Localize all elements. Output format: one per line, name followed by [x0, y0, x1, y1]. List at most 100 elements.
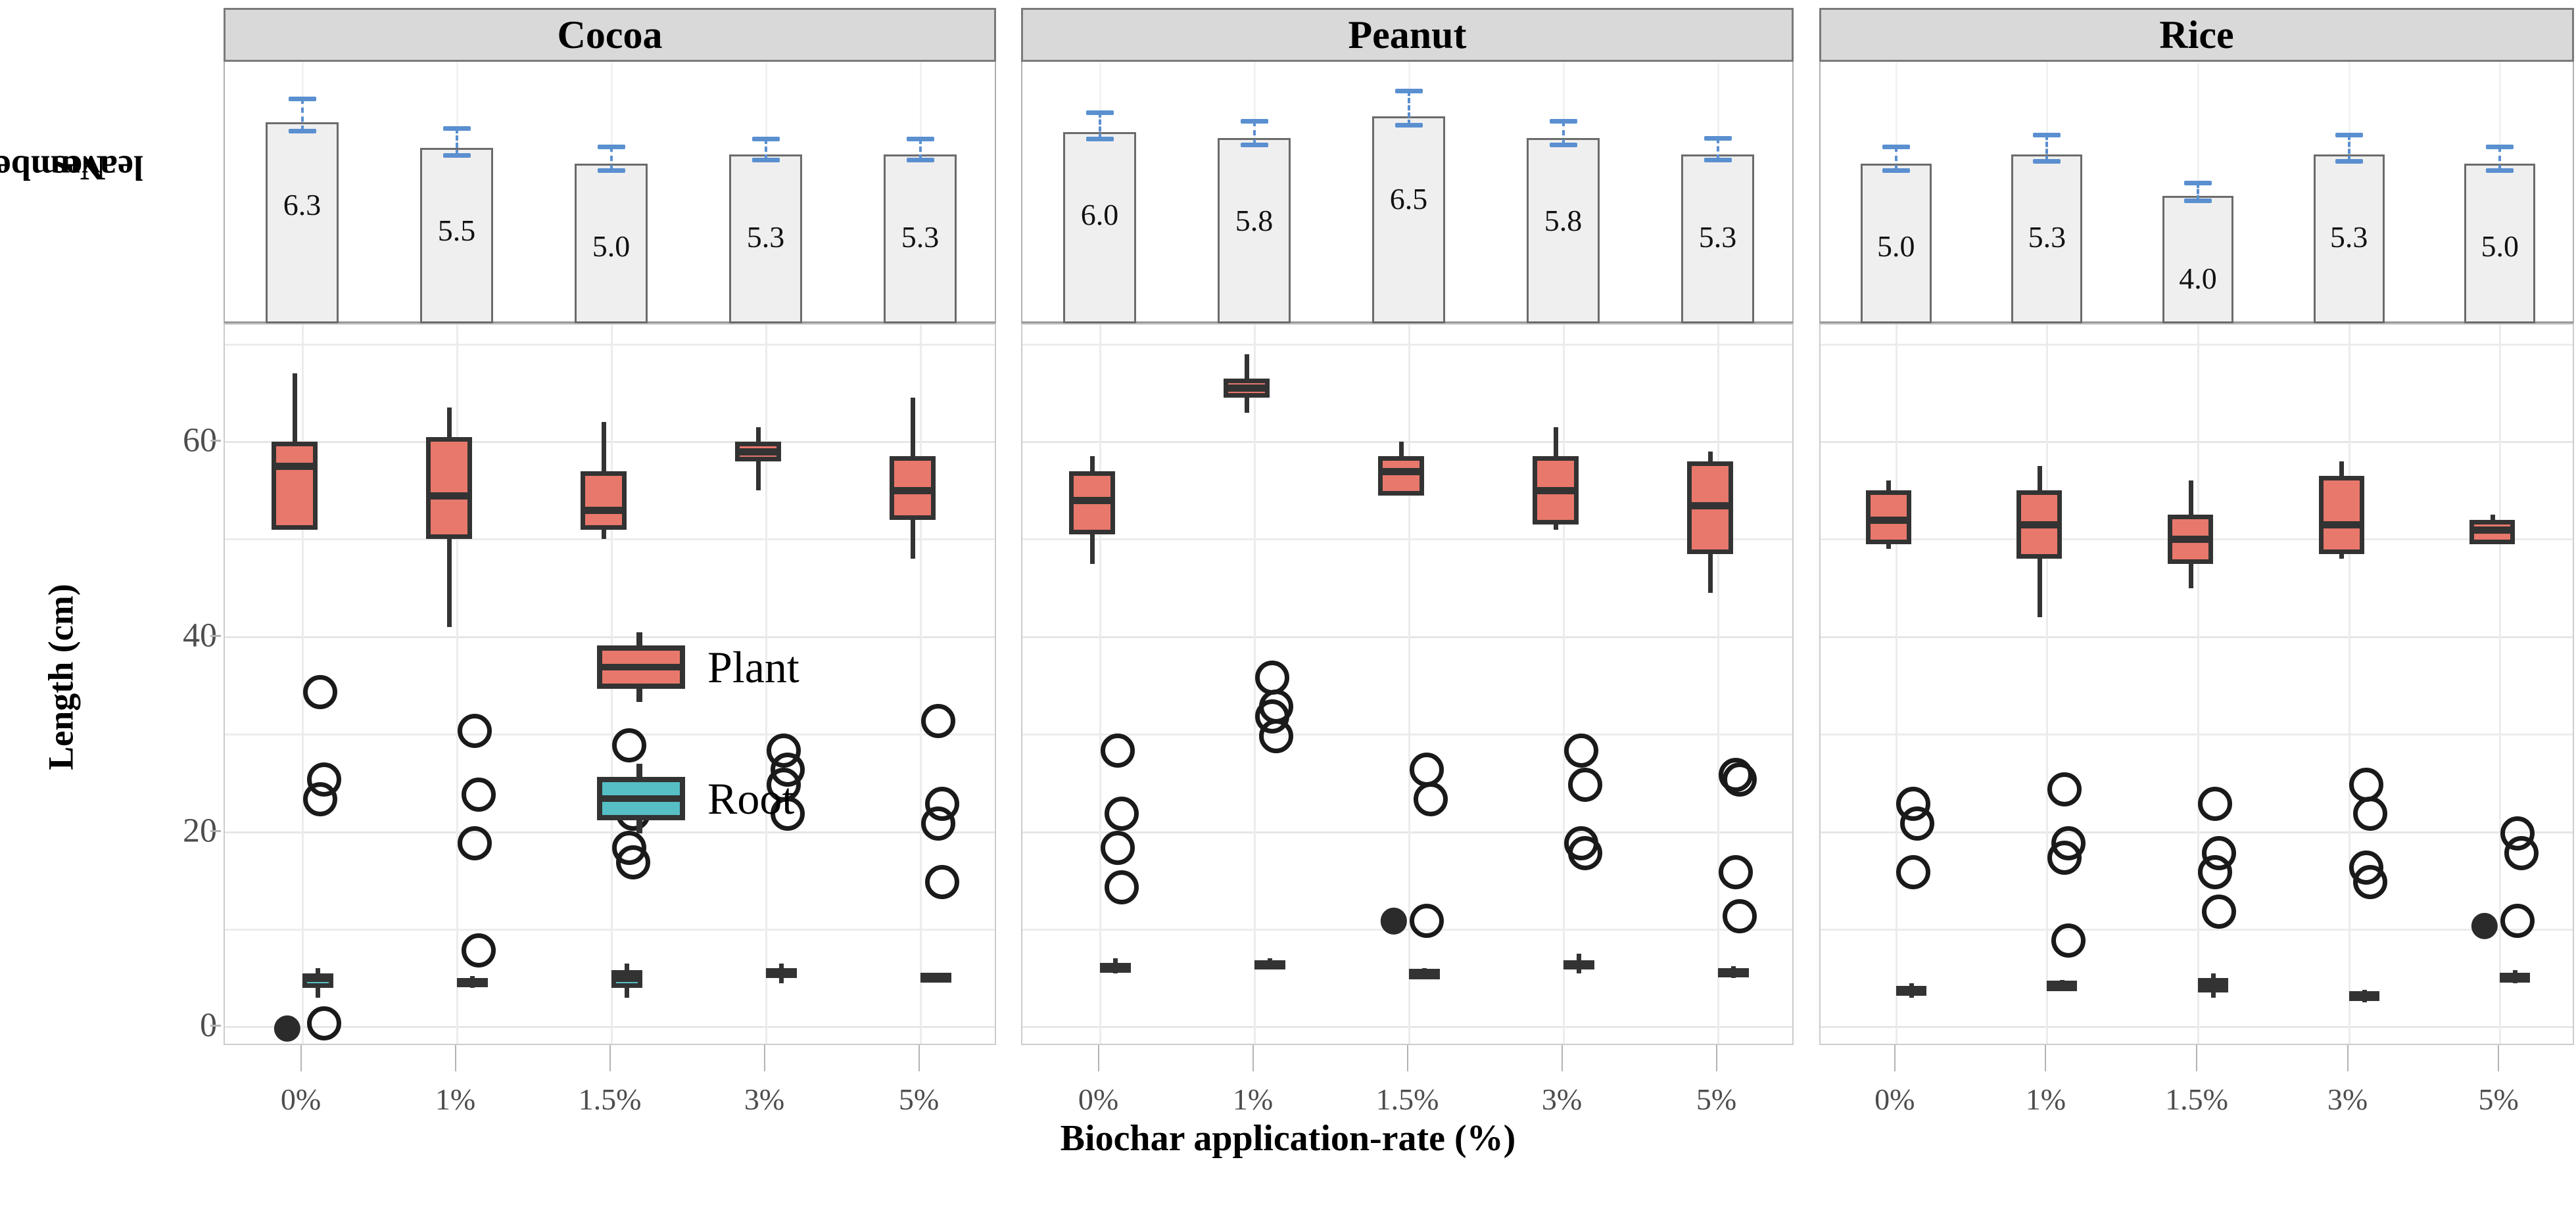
error-bar-cap [2184, 198, 2212, 203]
x-axis-tick-label: 5% [898, 1083, 940, 1116]
error-bar-line [1252, 120, 1256, 145]
data-point [2504, 835, 2539, 870]
data-point [457, 826, 492, 860]
box-panel-peanut [1021, 323, 1794, 1045]
legend-key-plant-icon [592, 631, 690, 703]
x-axis-tick-mark [1561, 1045, 1563, 1071]
error-bar-line [1407, 90, 1410, 126]
error-bar-line [764, 139, 767, 160]
legend-key-root-icon [592, 762, 690, 835]
bar: 6.5 [1372, 116, 1445, 323]
outlier-point [1380, 908, 1407, 935]
median-line [1254, 960, 1285, 967]
legend-item-root[interactable]: Root [592, 762, 794, 835]
x-axis-tick-mark [2498, 1045, 2500, 1071]
data-point [1900, 806, 1935, 841]
gridline-horizontal-minor [225, 928, 995, 931]
boxplot-plant [271, 442, 318, 530]
bar-value-label: 5.3 [1698, 220, 1737, 254]
data-point [615, 845, 650, 880]
bar-value-label: 5.0 [2481, 229, 2519, 264]
median-line [1865, 516, 1911, 524]
y-axis-tick-label: 40 [183, 617, 217, 655]
median-line [2198, 983, 2228, 990]
facet-strip-rice: Rice [1819, 8, 2574, 62]
data-point [1409, 904, 1444, 939]
error-bar-cap [2335, 159, 2363, 164]
facet-strip-label: Cocoa [557, 12, 663, 57]
x-axis-tick-label: 0% [280, 1083, 322, 1116]
facet-strip-label: Rice [2159, 12, 2234, 57]
gridline-horizontal [1821, 831, 2573, 833]
gridline-vertical [919, 325, 922, 1044]
data-point [461, 777, 496, 812]
boxplot-plant [425, 436, 472, 540]
gridline-vertical [2499, 325, 2502, 1044]
data-point [920, 806, 955, 841]
gridline-vertical [2197, 325, 2199, 1044]
median-line [271, 463, 318, 471]
data-point [1718, 855, 1753, 890]
y-axis-tick-mark [210, 829, 221, 832]
bar: 5.0 [575, 164, 648, 323]
y-axis-tick-mark [210, 634, 221, 637]
error-bar-line [2045, 134, 2049, 162]
median-line [456, 979, 488, 987]
data-point [461, 933, 496, 967]
gridline-vertical [1408, 325, 1410, 1044]
bar: 5.3 [2011, 154, 2083, 323]
median-line [1686, 501, 1733, 509]
data-point [611, 728, 646, 763]
bar: 5.3 [1681, 154, 1754, 323]
data-point [1896, 855, 1931, 890]
x-axis-tick-mark [2347, 1045, 2349, 1071]
median-line [1408, 969, 1440, 977]
data-point [2500, 904, 2535, 939]
x-axis-tick-label: 5% [1696, 1083, 1737, 1116]
bar-value-label: 6.3 [283, 188, 322, 222]
gridline-horizontal-minor [1821, 928, 2573, 931]
data-point [1100, 831, 1135, 866]
error-bar-cap [1882, 144, 1910, 149]
x-axis-tick-label: 5% [2478, 1083, 2519, 1116]
gridline-horizontal [1821, 636, 2573, 638]
y-axis-tick-label: 20 [183, 812, 217, 850]
gridline-horizontal [1022, 636, 1792, 638]
gridline-vertical [301, 325, 304, 1044]
gridline-horizontal [1821, 1026, 2573, 1029]
error-bar-line [455, 128, 458, 155]
median-line [2016, 521, 2063, 529]
error-bar-line [1562, 120, 1565, 145]
x-axis-tick-label: 1% [1232, 1083, 1274, 1116]
data-point [2198, 787, 2233, 822]
error-bar-cap [906, 157, 934, 162]
box-panel-rice [1819, 323, 2574, 1045]
bar: 5.5 [420, 148, 493, 323]
gridline-vertical [1562, 325, 1565, 1044]
median-line [1717, 967, 1749, 975]
gridline-horizontal-minor [225, 538, 995, 541]
bar: 4.0 [2162, 195, 2233, 323]
x-axis-tick-mark [300, 1045, 302, 1071]
facet-strip-peanut: Peanut [1021, 8, 1794, 62]
median-line [2349, 991, 2379, 999]
error-bar-cap [1085, 137, 1114, 142]
outlier-point [2471, 912, 2498, 940]
bar: 5.0 [1860, 164, 1932, 323]
error-bar-cap [288, 128, 316, 133]
legend-item-plant[interactable]: Plant [592, 631, 799, 703]
data-point [1567, 835, 1602, 870]
error-bar-cap [442, 152, 471, 158]
data-point [2353, 865, 2387, 900]
gridline-horizontal [225, 636, 995, 638]
error-bar-cap [597, 168, 625, 173]
x-axis-tick-label: 3% [2327, 1083, 2368, 1116]
x-axis-tick-mark [1406, 1045, 1408, 1071]
error-bar-line [2197, 183, 2199, 200]
x-axis-tick-mark [2045, 1045, 2047, 1071]
gridline-vertical [2046, 325, 2049, 1044]
bar-value-label: 5.8 [1544, 204, 1583, 238]
y-axis-tick-mark [210, 440, 221, 442]
error-bar-cap [1549, 118, 1577, 124]
